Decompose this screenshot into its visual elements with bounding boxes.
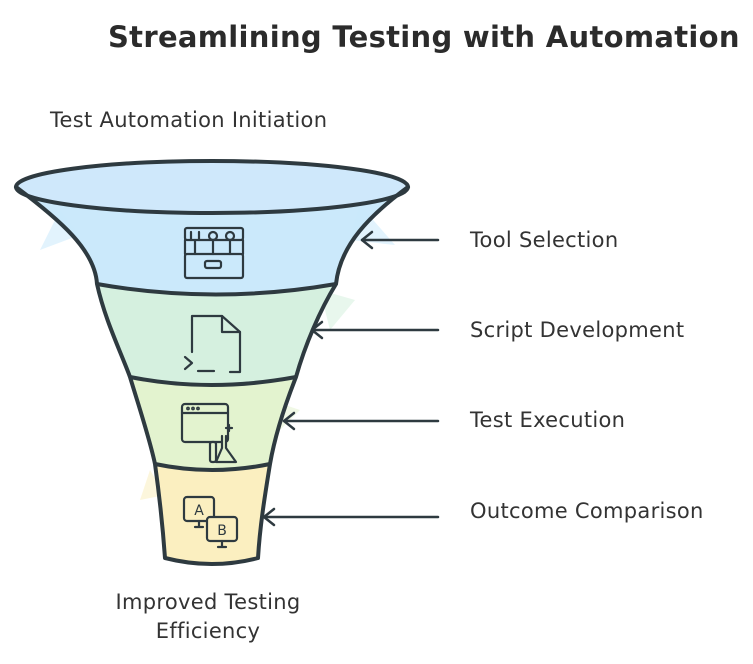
arrow-test-execution xyxy=(282,411,440,431)
funnel-rim xyxy=(14,159,410,215)
funnel-output-line-1: Improved Testing xyxy=(115,590,301,614)
funnel-output-line-2: Efficiency xyxy=(155,619,261,643)
funnel-input-label: Test Automation Initiation xyxy=(50,108,328,132)
diagram-title: Streamlining Testing with Automation xyxy=(108,20,740,54)
browser-test-icon xyxy=(180,402,238,464)
divider-3 xyxy=(154,462,271,472)
stage-label-outcome-comparison: Outcome Comparison xyxy=(470,499,704,523)
arrow-script-development xyxy=(310,320,440,340)
funnel-section-outcome-comparison xyxy=(155,464,270,564)
ab-comparison-icon xyxy=(182,495,239,549)
funnel-right-edge xyxy=(256,185,410,560)
divider-2 xyxy=(129,375,297,387)
arrow-outcome-comparison xyxy=(262,507,440,527)
stage-label-tool-selection: Tool Selection xyxy=(470,228,619,252)
stage-label-test-execution: Test Execution xyxy=(470,408,626,432)
funnel-section-test-execution xyxy=(130,377,296,470)
funnel-left-edge xyxy=(14,185,167,560)
funnel-output-label: Improved Testing Efficiency xyxy=(88,588,328,646)
stage-label-script-development: Script Development xyxy=(470,318,685,342)
funnel-bottom xyxy=(164,556,259,566)
divider-1 xyxy=(96,282,337,297)
funnel-section-script-development xyxy=(97,284,336,385)
script-file-icon xyxy=(183,314,242,374)
arrow-tool-selection xyxy=(360,230,440,250)
ab-icon-letter-a: A xyxy=(194,503,204,519)
ab-icon-letter-b: B xyxy=(217,523,227,539)
toolbox-icon xyxy=(183,226,245,280)
